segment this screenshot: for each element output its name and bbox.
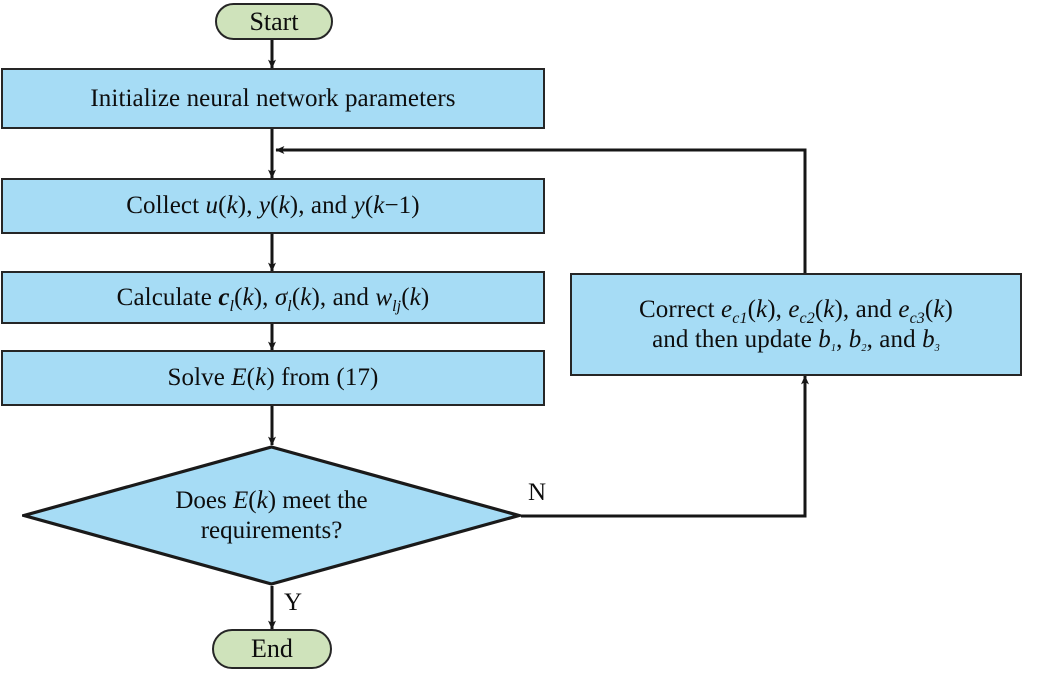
node-calculate-centers-widths-weights-label: Calculate cl(k), σl(k), and wlj(k) — [116, 283, 430, 315]
node-end[interactable]: End — [212, 629, 332, 669]
node-collect-signals-label: Collect u(k), y(k), and y(k−1) — [126, 192, 420, 220]
node-solve-error[interactable]: Solve E(k) from (17) — [1, 350, 545, 406]
edge-decision-no-to-correct — [521, 375, 809, 518]
node-calculate-centers-widths-weights[interactable]: Calculate cl(k), σl(k), and wlj(k) — [1, 271, 545, 324]
node-end-label: End — [251, 634, 293, 663]
node-solve-error-label: Solve E(k) from (17) — [167, 364, 379, 392]
edge-label-no: N — [528, 479, 547, 506]
node-start-label: Start — [249, 6, 299, 36]
decision-diamond-shape — [22, 445, 521, 586]
node-correct-and-update-label: Correct ec1(k), ec2(k), and ec3(k)and th… — [639, 296, 953, 354]
node-initialize-parameters[interactable]: Initialize neural network parameters — [1, 68, 545, 129]
edge-label-yes: Y — [284, 589, 303, 616]
node-correct-and-update[interactable]: Correct ec1(k), ec2(k), and ec3(k)and th… — [570, 273, 1022, 376]
node-start[interactable]: Start — [215, 3, 333, 40]
node-collect-signals[interactable]: Collect u(k), y(k), and y(k−1) — [1, 178, 545, 234]
node-initialize-parameters-label: Initialize neural network parameters — [90, 84, 456, 112]
